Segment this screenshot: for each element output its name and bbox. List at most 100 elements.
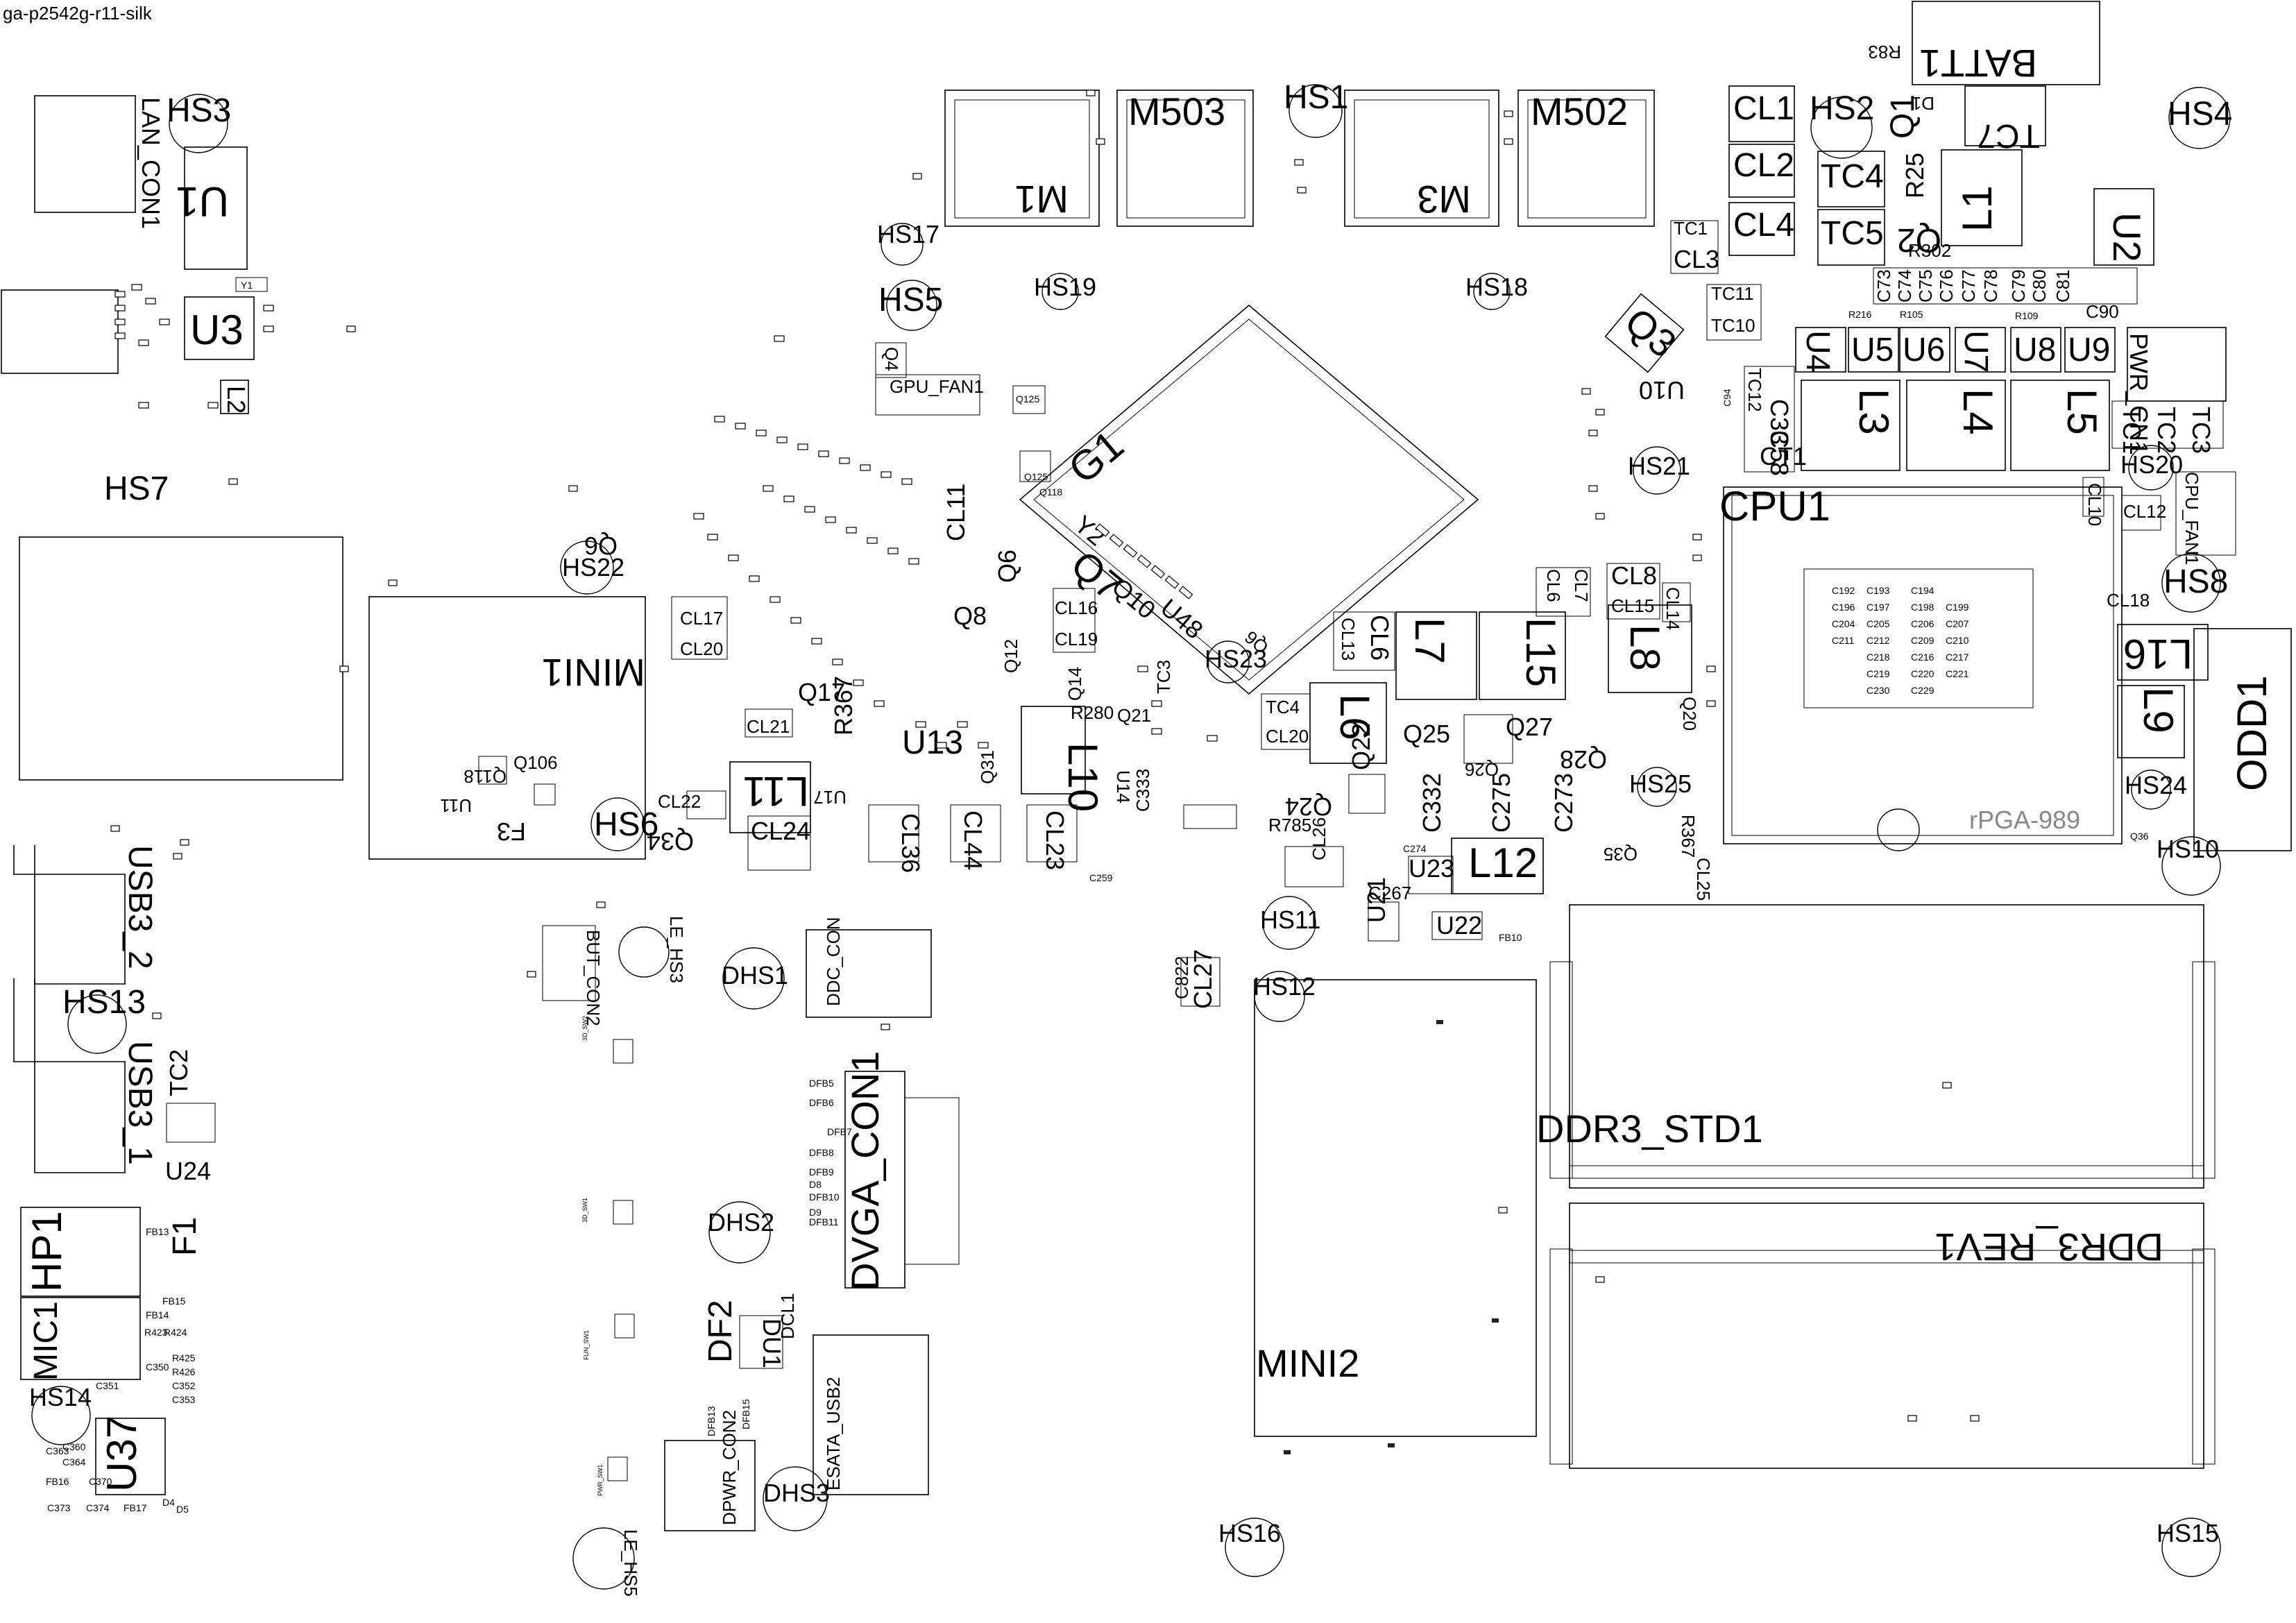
cap-cl16: CL16 CL19 (1053, 588, 1098, 653)
label-u24: U37 (99, 1416, 145, 1492)
label-cl6: CL6 (1366, 615, 1394, 661)
mosfet-q24-q25: Q22 Q24 (1285, 723, 1386, 821)
label-r302: R280 (1071, 702, 1114, 723)
switch-3d-sw1[interactable] (613, 1200, 633, 1225)
label-c217: C217 (1946, 652, 1969, 663)
label-cl36: CL44 (959, 810, 987, 870)
label-r280: R83 (1868, 42, 1901, 62)
label-c76: C76 (1936, 269, 1957, 303)
label-l5: L5 (2059, 389, 2105, 435)
odd-connector: ODD1 (2193, 628, 2292, 851)
label-q6: Q6 (584, 532, 618, 560)
label-dhs2: DHS2 (708, 1208, 774, 1237)
label-r216: R216 (1848, 309, 1872, 320)
label-fb10: C259 (1089, 872, 1113, 883)
label-cl49: TC10 (1711, 315, 1755, 336)
label-c230: C230 (1866, 685, 1890, 696)
label-q27: Q26 (1465, 759, 1499, 780)
label-c352: C352 (172, 1380, 196, 1391)
label-l2: L2 (222, 386, 250, 414)
label-c192: C192 (1832, 585, 1855, 596)
label-ddr3-rev1: DDR3_REV1 (1934, 1225, 2163, 1269)
caps-cl50-cl49: TC11 TC10 (1706, 283, 1762, 341)
label-m3: M3 (1417, 178, 1471, 221)
label-dhs1: DHS1 (722, 961, 788, 989)
vrm-chip-row: U4 U5 U6 U7 U8 U9 (1795, 327, 2116, 373)
pad-q118 (1012, 385, 1046, 414)
chip-u2: U2 (2093, 188, 2154, 266)
label-cl20: CL20 (680, 638, 723, 659)
label-r367: R367 (1678, 815, 1699, 858)
memory-m1: M1 (944, 90, 1100, 227)
label-l7: L7 (1406, 618, 1453, 664)
heatsink-hs12: HS12 (1253, 971, 1316, 1022)
heatsink-hs14: HS14 (29, 1383, 92, 1445)
label-hs7: HS7 (104, 470, 169, 507)
label-d8: D8 (809, 1179, 822, 1190)
usb3-1-port: USB3_1 (13, 978, 158, 1173)
inductor-l16: L15 (1479, 611, 1566, 700)
heatsink-le-hs5: LE_HS5 (572, 1527, 641, 1597)
cap-c33: TC7 (1964, 85, 2046, 154)
label-f1: F1 (167, 1217, 203, 1256)
heatsink-hs19: HS19 (1034, 273, 1096, 310)
label-q24: Q22 (1347, 723, 1375, 770)
heatsink-hs16: HS16 (1218, 1518, 1284, 1577)
label-c220: C220 (1911, 668, 1934, 679)
label-c80: C80 (2029, 269, 2050, 303)
label-c206: C206 (1911, 618, 1934, 629)
switch-fun-sw1[interactable] (614, 1314, 635, 1339)
label-f3: F3 (497, 817, 526, 846)
label-cl10: CL10 (2084, 483, 2105, 526)
label-q125: Q125 (1024, 471, 1048, 482)
label-c74: C74 (1894, 269, 1915, 303)
heatsink-hs4: HS4 (2168, 87, 2232, 149)
mini-card-slot-1: MINI1 (368, 596, 646, 860)
label-cl13: CL13 (1338, 618, 1359, 661)
label-dfb5: DFB5 (809, 1078, 834, 1089)
cpu-side-right: CL10 CL12 CL18 (2082, 477, 2166, 611)
label-q25: Q24 (1285, 792, 1332, 821)
label-c364: C364 (62, 1456, 86, 1468)
memory-m502: M502 (1517, 90, 1655, 227)
dvga-filters: DFB5 DFB6 DFB7 DFB8 DFB9 DFB10 DFB11 D8 … (809, 1078, 852, 1227)
switch-3d-sw2[interactable] (613, 1039, 633, 1064)
label-hs17: HS17 (877, 220, 939, 248)
label-tc3: TC1 (2118, 407, 2146, 454)
label-hs12: HS12 (1253, 972, 1316, 1001)
heatsink-hs5: HS5 (878, 280, 943, 331)
tantalum-caps-left: TC12 C33 C58 CT1 (1744, 366, 1807, 476)
label-d1: D1 (1912, 93, 1934, 114)
label-c332: C333 (1132, 769, 1153, 812)
label-cl50: TC11 (1711, 283, 1754, 304)
label-u9: U9 (2068, 332, 2110, 368)
label-r424: R424 (164, 1327, 187, 1338)
cap-cl1: CL1 (1728, 85, 1795, 142)
label-r83: R302 (1908, 240, 1951, 261)
label-cl16: CL16 (1055, 597, 1098, 618)
pwr-connector: PWR_CN1 (2125, 327, 2227, 455)
label-c216: C216 (1911, 652, 1934, 663)
label-mini1: MINI1 (542, 651, 645, 695)
switch-pwr-sw1[interactable] (607, 1456, 628, 1481)
label-hs10: HS10 (2157, 835, 2219, 863)
pad-q73 (478, 756, 507, 785)
label-u8: U8 (2014, 332, 2056, 368)
label-hs6: HS6 (594, 806, 658, 843)
label-cl25: CL24 (751, 817, 810, 845)
chip-u1: U1 (176, 146, 248, 270)
label-c207: C207 (1946, 618, 1969, 629)
label-c194: C194 (1911, 585, 1934, 596)
inductor-l7: L7 (1395, 611, 1477, 700)
pad-u22 (1431, 911, 1483, 940)
heatsink-hs18: HS18 (1465, 273, 1528, 310)
label-u37: U23 (1409, 854, 1454, 883)
label-r109: R109 (2015, 310, 2039, 321)
label-lan-con1: LAN_CON1 (137, 97, 165, 229)
label-batt1: BATT1 (1919, 42, 2037, 85)
cap-cl25: CL24 (747, 815, 811, 871)
label-r423: R423 (144, 1327, 168, 1338)
ddr3-rev-slot: DDR3_REV1 (1549, 1203, 2216, 1469)
ddr3-std-slot: DDR3_STD1 (1536, 904, 2216, 1189)
